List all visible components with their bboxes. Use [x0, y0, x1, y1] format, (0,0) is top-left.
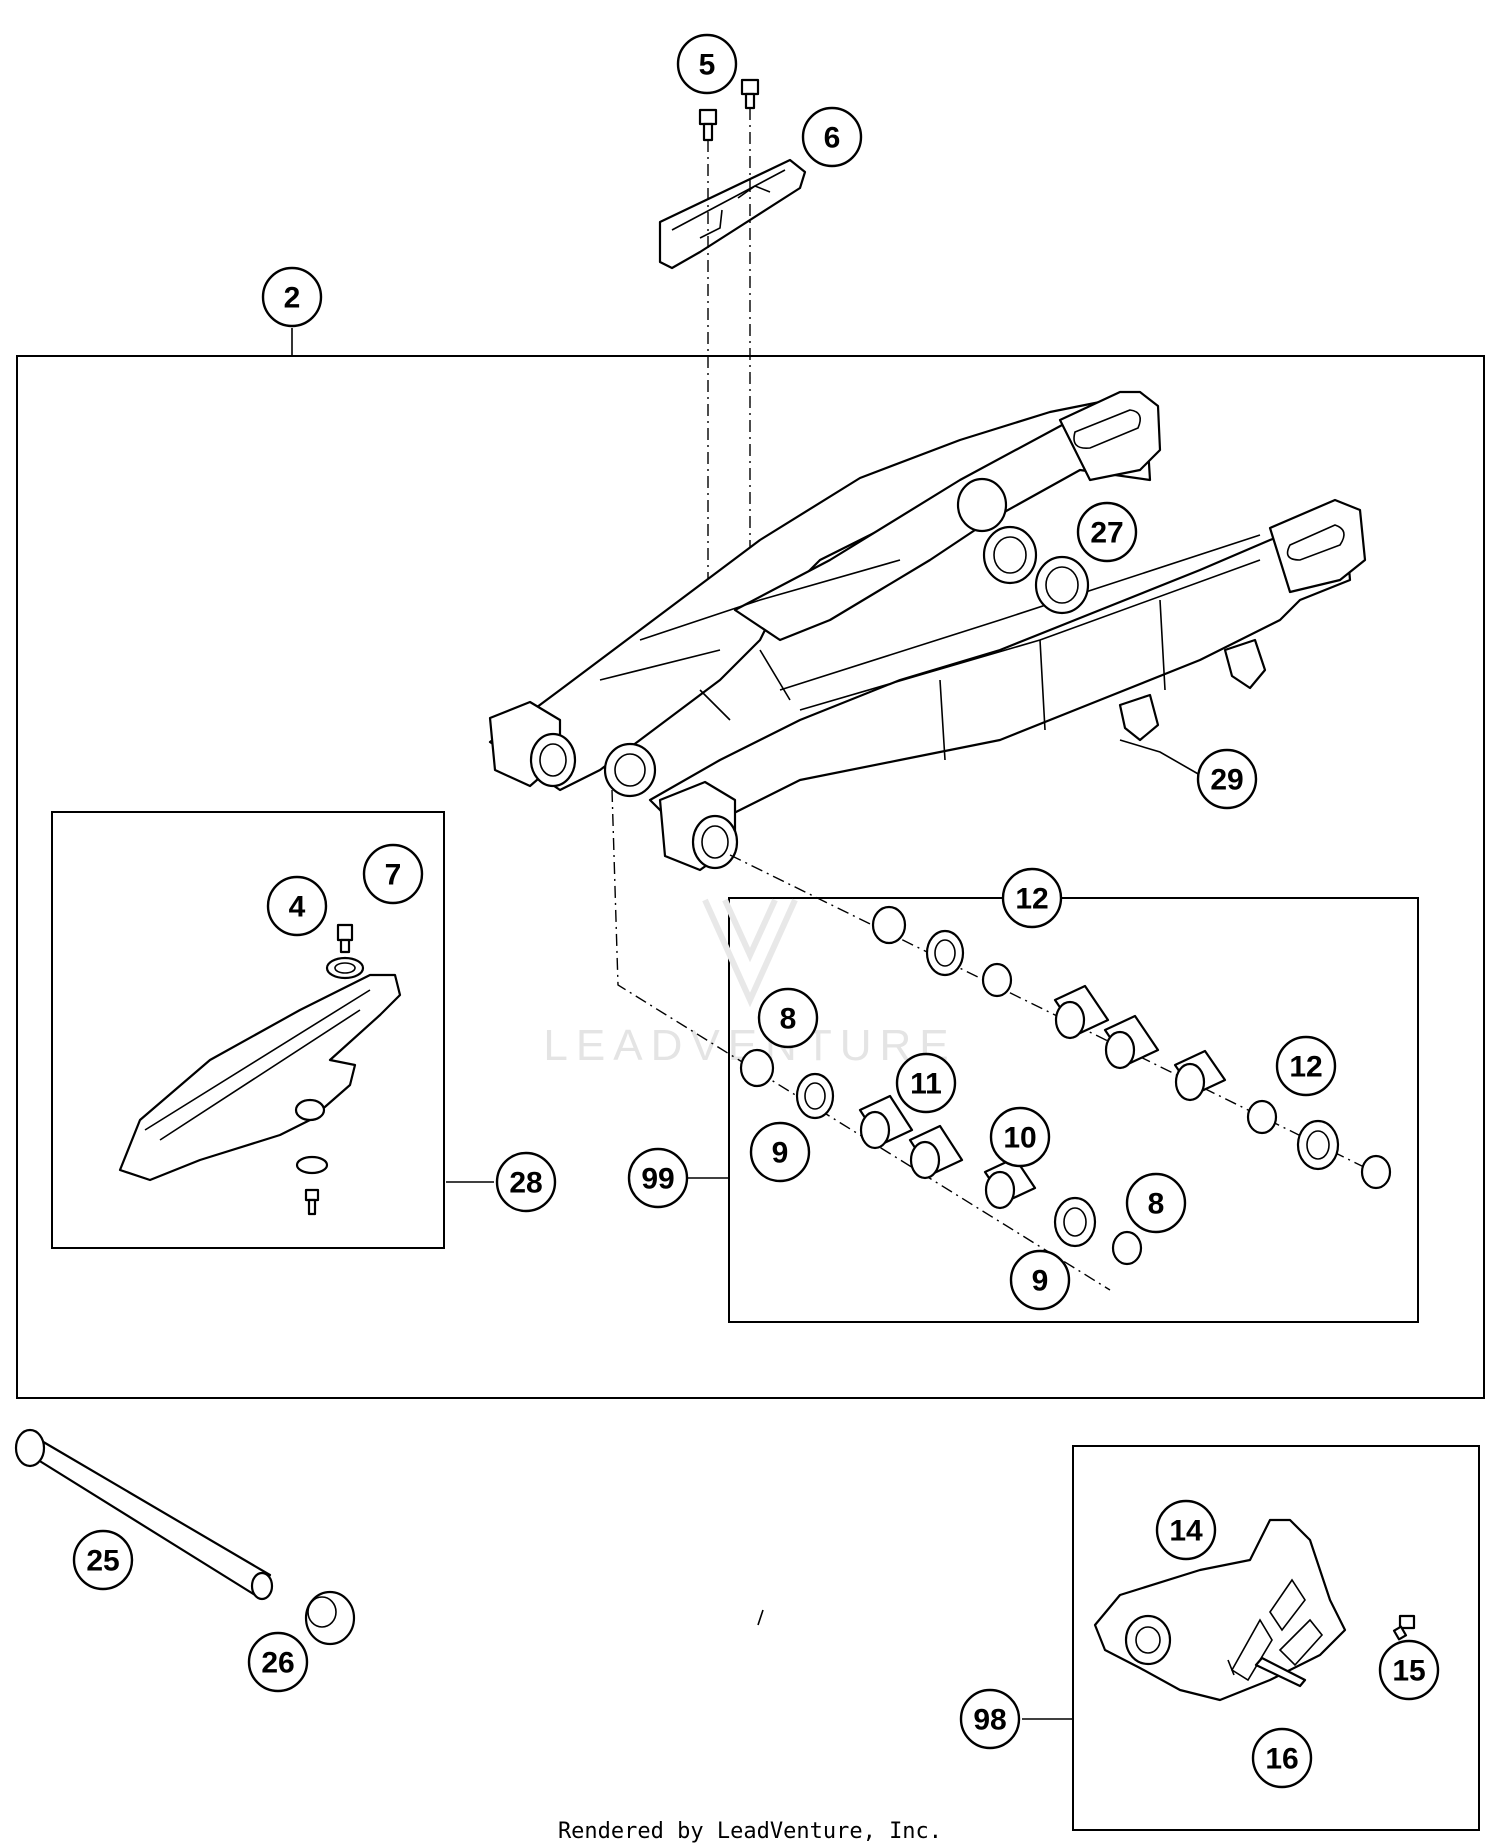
callout-c99: 99 — [627, 1147, 689, 1209]
swingarm-part-2 — [488, 390, 1367, 872]
callout-label: 99 — [641, 1163, 674, 1196]
callout-circle — [1001, 867, 1063, 929]
callout-c28: 28 — [495, 1151, 557, 1213]
callout-c27: 27 — [1076, 501, 1138, 563]
group-box-2 — [16, 355, 1485, 1399]
callout-circle — [627, 1147, 689, 1209]
group-box-28 — [51, 811, 445, 1249]
callout-circle — [749, 1121, 811, 1183]
callout-label: 25 — [86, 1545, 119, 1578]
chain-slider-part-28 — [118, 923, 402, 1216]
callout-label: 26 — [261, 1647, 294, 1680]
callout-label: 11 — [910, 1068, 942, 1101]
callout-label: 5 — [699, 49, 716, 82]
callout-label: 9 — [1032, 1265, 1049, 1298]
callout-c16: 16 — [1251, 1727, 1313, 1789]
callout-circle — [261, 266, 323, 328]
callout-c29: 29 — [1196, 748, 1258, 810]
callout-c9a: 9 — [749, 1121, 811, 1183]
chain-guide-part-6 — [658, 158, 807, 270]
callout-c14: 14 — [1155, 1499, 1217, 1561]
callout-circle — [247, 1631, 309, 1693]
callout-label: 6 — [824, 122, 841, 155]
callout-circle — [895, 1052, 957, 1114]
footer-credit: Rendered by LeadVenture, Inc. — [558, 1819, 942, 1844]
callout-circle — [1125, 1172, 1187, 1234]
callout-c26: 26 — [247, 1631, 309, 1693]
callout-c10: 10 — [989, 1106, 1051, 1168]
callout-label: 27 — [1090, 517, 1123, 550]
callout-circle — [1196, 748, 1258, 810]
callout-c2: 2 — [261, 266, 323, 328]
callout-layer: 5 6 2 27 29 7 4 28 12 8 11 12 9 10 99 8 9 25 26 14 15 98 16 — [72, 33, 1440, 1789]
callout-label: 98 — [973, 1704, 1006, 1737]
callout-circle — [362, 843, 424, 905]
callout-circle — [266, 875, 328, 937]
callout-label: 4 — [289, 891, 306, 924]
callout-circle — [801, 106, 863, 168]
callout-circle — [495, 1151, 557, 1213]
callout-c25: 25 — [72, 1529, 134, 1591]
callout-label: 8 — [780, 1003, 797, 1036]
callout-circle — [1076, 501, 1138, 563]
callout-circle — [72, 1529, 134, 1591]
swingarm-axle-part-25 — [14, 1428, 274, 1601]
callout-label: 7 — [385, 859, 402, 892]
callout-label: 29 — [1210, 764, 1243, 797]
axle-nut-part-26 — [304, 1590, 356, 1646]
callout-c98: 98 — [959, 1688, 1021, 1750]
callout-c8b: 8 — [1125, 1172, 1187, 1234]
callout-c5: 5 — [676, 33, 738, 95]
callout-circle — [676, 33, 738, 95]
callout-circle — [1155, 1499, 1217, 1561]
callout-c6: 6 — [801, 106, 863, 168]
bearing-kit-part-99 — [739, 905, 1392, 1266]
callout-label: 9 — [772, 1137, 789, 1170]
callout-circle — [1009, 1249, 1071, 1311]
bolt-part-5 — [698, 78, 760, 142]
callout-label: 8 — [1148, 1188, 1165, 1221]
chain-guide-kit-part-98 — [1093, 1518, 1416, 1702]
callout-label: 28 — [509, 1167, 542, 1200]
callout-c4: 4 — [266, 875, 328, 937]
callout-c8a: 8 — [757, 987, 819, 1049]
callout-circle — [1378, 1639, 1440, 1701]
callout-label: 16 — [1265, 1743, 1298, 1776]
callout-circle — [757, 987, 819, 1049]
callout-circle — [989, 1106, 1051, 1168]
callout-label: 2 — [284, 282, 301, 315]
callout-label: 12 — [1289, 1051, 1322, 1084]
group-box-99 — [728, 897, 1419, 1323]
callout-c12a: 12 — [1001, 867, 1063, 929]
callout-circle — [1251, 1727, 1313, 1789]
callout-label: 10 — [1003, 1122, 1036, 1155]
callout-label: 12 — [1015, 883, 1048, 916]
callout-c15: 15 — [1378, 1639, 1440, 1701]
callout-label: 15 — [1392, 1655, 1425, 1688]
callout-c9b: 9 — [1009, 1249, 1071, 1311]
callout-circle — [1275, 1035, 1337, 1097]
callout-c11: 11 — [895, 1052, 957, 1114]
callout-c7: 7 — [362, 843, 424, 905]
callout-circle — [959, 1688, 1021, 1750]
callout-label: 14 — [1169, 1515, 1203, 1548]
group-box-98 — [1072, 1445, 1480, 1831]
callout-c12b: 12 — [1275, 1035, 1337, 1097]
